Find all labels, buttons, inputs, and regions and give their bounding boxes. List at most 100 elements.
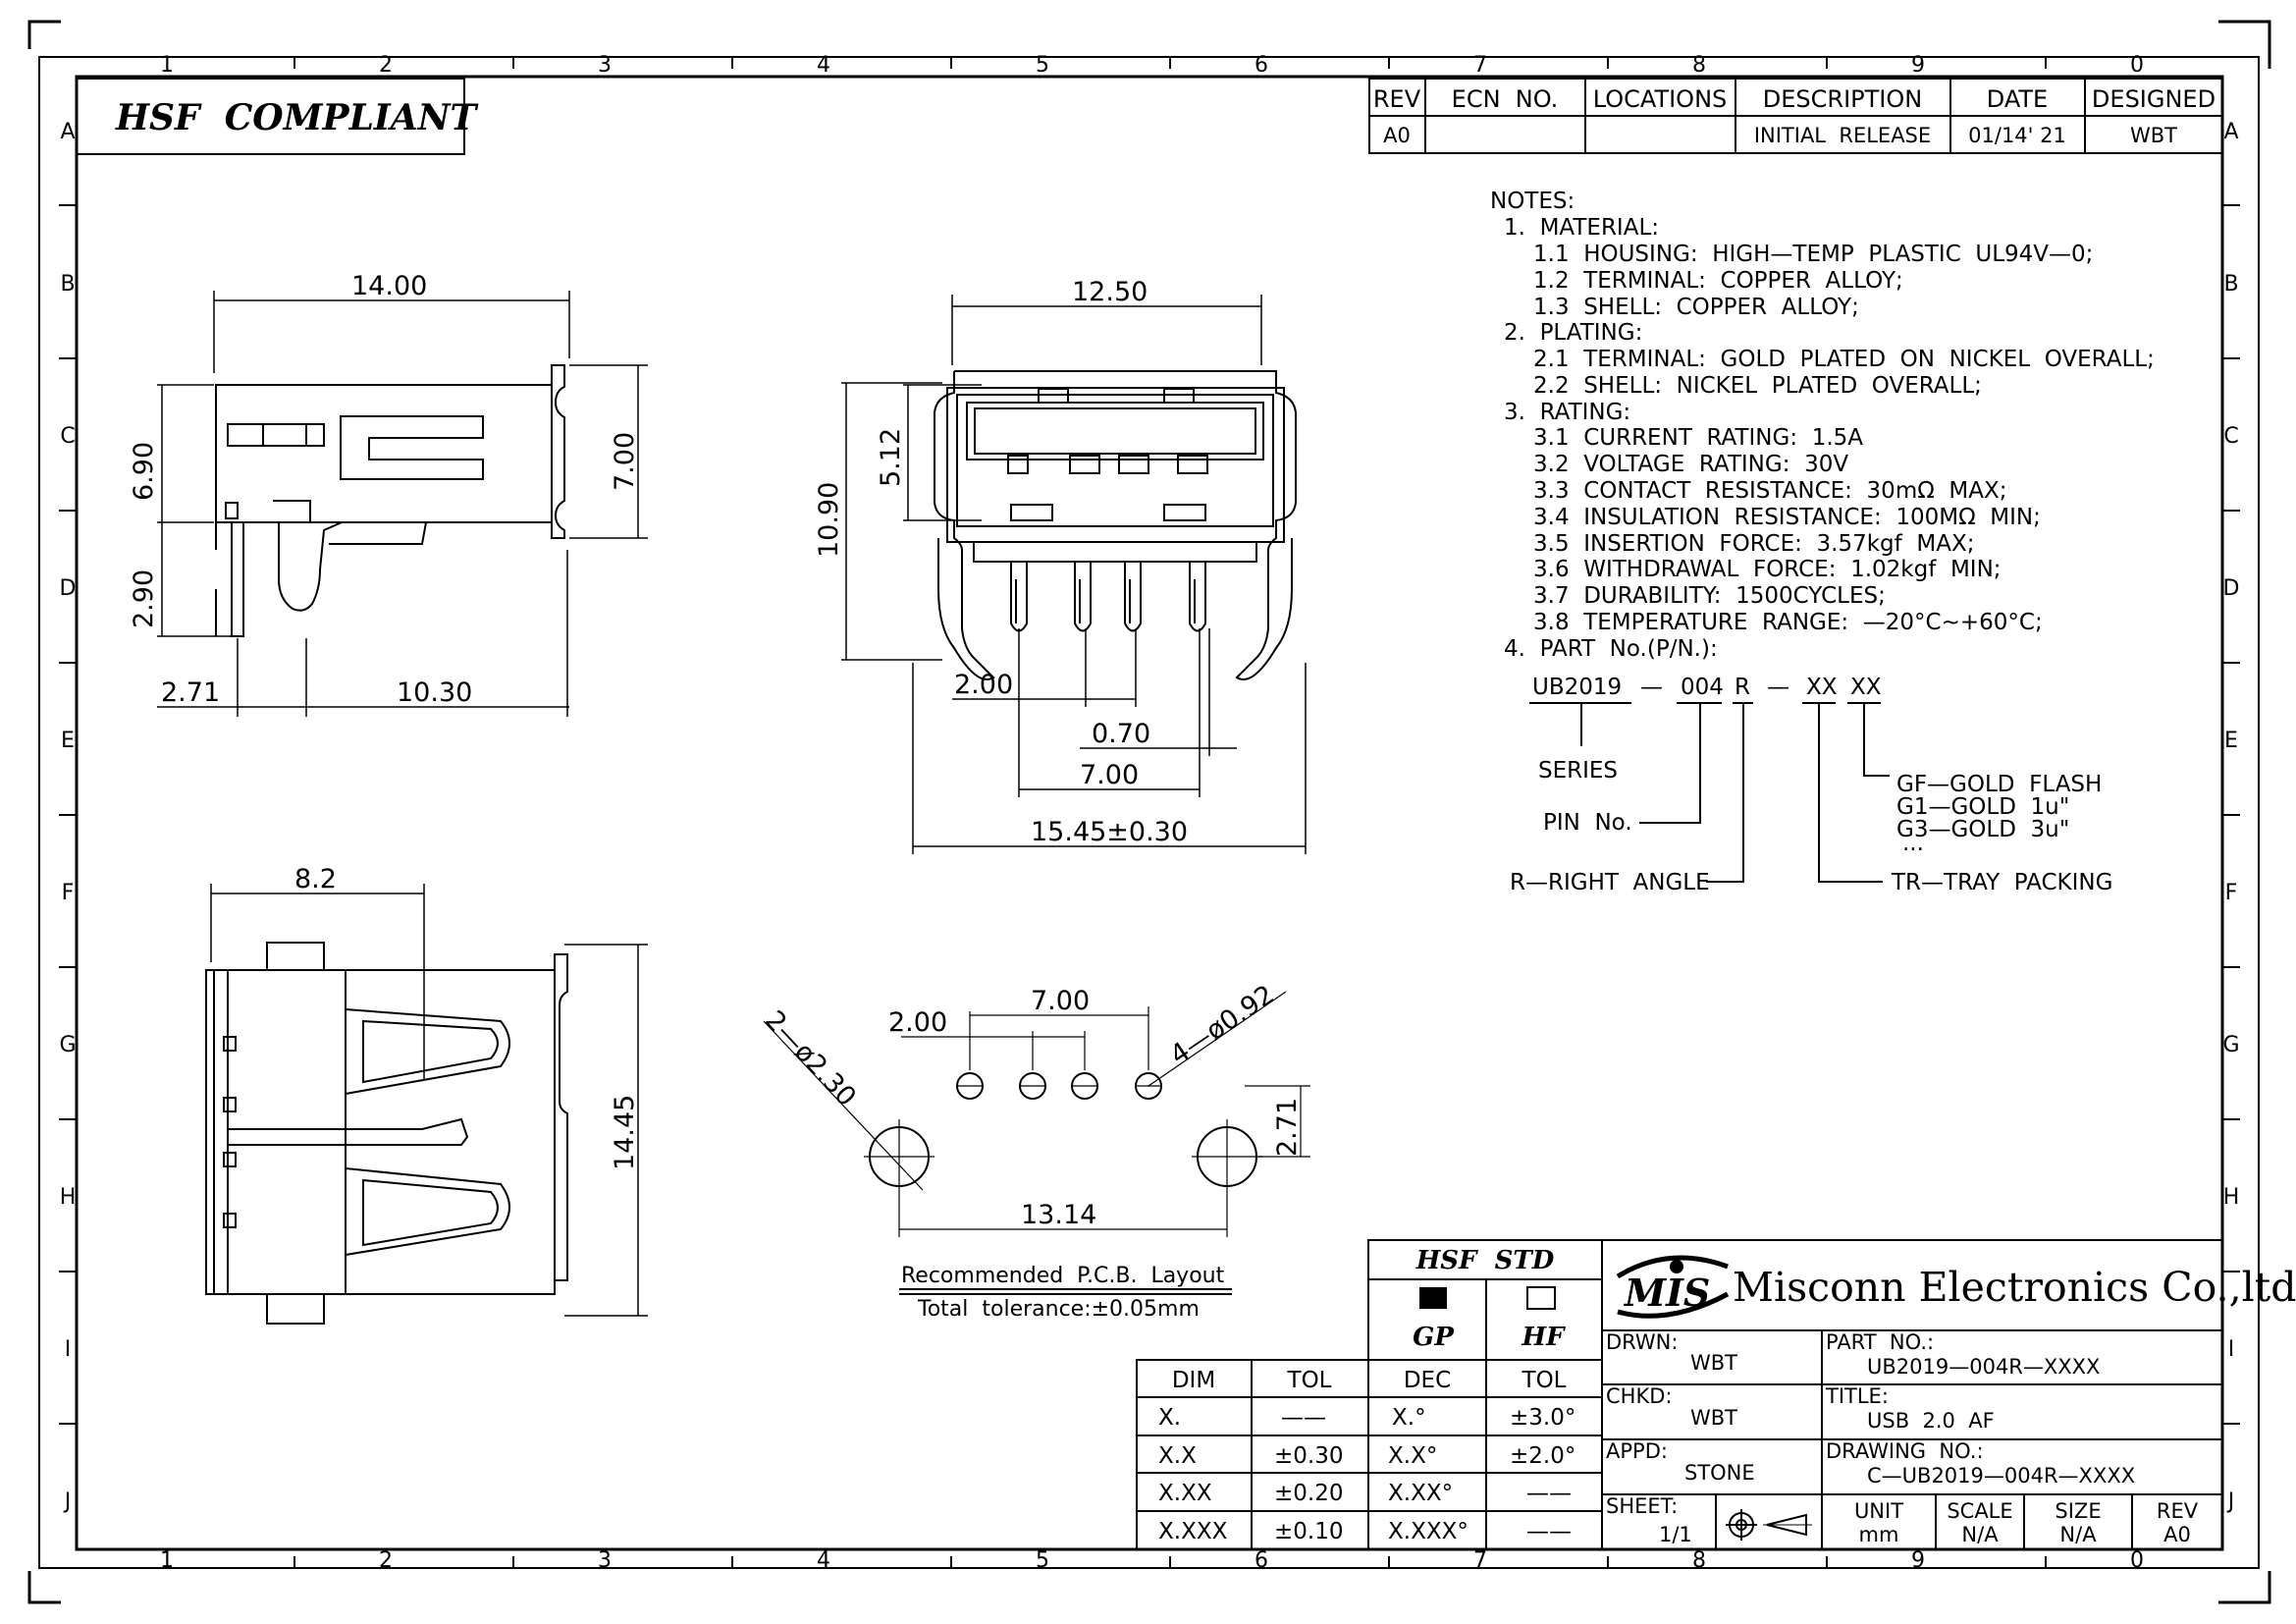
dim-side-w2: 10.30	[397, 677, 472, 708]
size-value: N/A	[2059, 1523, 2097, 1546]
zone-row-right: C	[2223, 424, 2238, 449]
mis-logo-icon: MIS	[1616, 1255, 1730, 1319]
tolerance-table: DIM TOL DEC TOL X. —— X.° ±3.0° X.X ±0.3…	[1136, 1359, 1603, 1550]
notes-heading: NOTES:	[1490, 189, 1575, 214]
rev-header-rev: REV	[1373, 85, 1421, 113]
note-line: 1. MATERIAL:	[1504, 215, 1659, 241]
zone-col-top: 5	[1036, 53, 1049, 78]
zone-col-bottom: 4	[817, 1548, 830, 1573]
rev-cell-rev: A0	[1383, 124, 1411, 147]
tol-header-dim: DIM	[1172, 1368, 1215, 1393]
zone-row-left: B	[60, 272, 75, 297]
zone-col-top: 4	[817, 53, 830, 78]
part-no-value: UB2019—004R—XXXX	[1867, 1355, 2100, 1379]
rev-header-locations: LOCATIONS	[1593, 85, 1728, 113]
note-line: 2.2 SHELL: NICKEL PLATED OVERALL;	[1533, 373, 1982, 399]
chkd-value: WBT	[1690, 1406, 1737, 1430]
corner-marks	[27, 20, 2271, 1604]
sheet-label: SHEET:	[1606, 1494, 1678, 1518]
pn-series-code: UB2019	[1532, 675, 1622, 700]
dim-side-h2: 7.00	[610, 432, 640, 491]
tol-cell: ——	[1526, 1519, 1572, 1544]
part-number-breakdown: UB2019 — 004 R — XX XX SERIES PIN No. R—…	[1510, 675, 2112, 895]
scale-value: N/A	[1961, 1523, 1999, 1546]
zone-row-left: J	[63, 1489, 72, 1514]
zone-col-top: 0	[2130, 53, 2144, 78]
tol-cell: ±3.0°	[1510, 1405, 1575, 1431]
tol-cell: X.X°	[1388, 1443, 1437, 1469]
zone-col-bottom: 8	[1692, 1548, 1706, 1573]
pn-angle-label: R—RIGHT ANGLE	[1510, 870, 1710, 895]
pn-pack-code: XX	[1806, 675, 1838, 700]
pn-series-label: SERIES	[1538, 758, 1618, 784]
pn-pin-label: PIN No.	[1543, 810, 1632, 836]
zone-ticks	[59, 57, 2240, 1568]
pn-dash: —	[1640, 675, 1663, 700]
note-line: 1.2 TERMINAL: COPPER ALLOY;	[1533, 268, 1903, 294]
tol-cell: X.XX°	[1388, 1481, 1453, 1506]
tol-header-dec: DEC	[1404, 1368, 1451, 1393]
title-label: TITLE:	[1825, 1384, 1889, 1408]
hsf-std-gp: GP	[1413, 1323, 1455, 1352]
zone-col-bottom: 0	[2130, 1548, 2144, 1573]
zone-row-left: H	[60, 1185, 77, 1210]
zone-col-bottom: 7	[1473, 1548, 1487, 1573]
zone-labels: 1 2 3 4 5 6 7 8 9 0 1 2 3 4 5 6 7 8 9 0 …	[59, 53, 2239, 1573]
dim-bottom-height: 14.45	[610, 1095, 640, 1170]
appd-label: APPD:	[1606, 1439, 1668, 1463]
zone-row-left: F	[62, 881, 75, 905]
zone-row-right: J	[2226, 1489, 2235, 1514]
zone-row-left: G	[59, 1033, 76, 1057]
tol-cell: ±0.30	[1274, 1443, 1343, 1469]
rev-cell-designed: WBT	[2130, 124, 2177, 147]
zone-col-top: 7	[1473, 53, 1487, 78]
pcb-caption: Recommended P.C.B. Layout Total toleranc…	[899, 1264, 1232, 1322]
dim-pcb-pitch: 2.00	[888, 1007, 947, 1038]
pn-tray-label: TR—TRAY PACKING	[1891, 870, 2112, 895]
zone-row-right: I	[2228, 1337, 2235, 1362]
rev-header-designed: DESIGNED	[2092, 85, 2216, 113]
zone-row-left: I	[65, 1337, 72, 1362]
size-label: SIZE	[2055, 1499, 2101, 1523]
tol-header-tol-angle: TOL	[1522, 1368, 1567, 1393]
pcb-caption-tolerance: Total tolerance:±0.05mm	[917, 1297, 1200, 1322]
zone-row-left: E	[61, 729, 75, 753]
dim-side-h3: 2.90	[129, 569, 159, 628]
notes-block: NOTES: 1. MATERIAL: 1.1 HOUSING: HIGH—TE…	[1490, 189, 2155, 662]
dim-front-pin: 0.70	[1092, 719, 1150, 749]
drwn-value: WBT	[1690, 1351, 1737, 1375]
note-line: 4. PART No.(P/N.):	[1504, 636, 1718, 662]
part-no-label: PART NO.:	[1826, 1330, 1934, 1354]
front-view-dimensions	[841, 295, 1307, 854]
note-line: 3.3 CONTACT RESISTANCE: 30mΩ MAX;	[1533, 478, 2007, 504]
tol-header-tol: TOL	[1287, 1368, 1332, 1393]
zone-col-bottom: 1	[160, 1548, 174, 1573]
rev-header-date: DATE	[1987, 85, 2048, 113]
dim-front-h1: 5.12	[876, 428, 906, 487]
company-name: Misconn Electronics Co.,ltd.	[1733, 1264, 2296, 1311]
pcb-caption-title: Recommended P.C.B. Layout	[901, 1264, 1225, 1288]
zone-row-right: D	[2223, 576, 2240, 601]
note-line: 3.7 DURABILITY: 1500CYCLES;	[1533, 583, 1886, 609]
zone-row-left: C	[60, 424, 75, 449]
side-view-top-labels: 14.00 6.90 7.00 2.90 2.71 10.30	[129, 271, 640, 708]
note-line: 3.2 VOLTAGE RATING: 30V	[1533, 452, 1848, 477]
note-line: 3.4 INSULATION RESISTANCE: 100MΩ MIN;	[1533, 505, 2041, 530]
tol-cell: X.	[1158, 1405, 1181, 1431]
rev-cell-description: INITIAL RELEASE	[1754, 124, 1931, 147]
dim-bottom-width: 8.2	[294, 864, 337, 894]
zone-row-right: E	[2224, 729, 2238, 753]
unit-value: mm	[1859, 1523, 1899, 1546]
zone-col-top: 2	[379, 53, 393, 78]
title-value: USB 2.0 AF	[1867, 1409, 1995, 1433]
side-view-top-dimensions	[157, 291, 648, 717]
tol-cell: ±0.10	[1274, 1519, 1343, 1544]
dim-side-h1: 6.90	[129, 442, 159, 501]
side-view-bottom-labels: 8.2 14.45	[294, 864, 640, 1170]
zone-row-left: D	[60, 576, 77, 601]
tol-cell: X.XX	[1158, 1481, 1212, 1506]
pn-plating-option: GF—GOLD FLASH	[1896, 772, 2102, 797]
pn-plating-option: ...	[1902, 831, 1924, 856]
note-line: 3.6 WITHDRAWAL FORCE: 1.02kgf MIN;	[1533, 557, 2002, 582]
